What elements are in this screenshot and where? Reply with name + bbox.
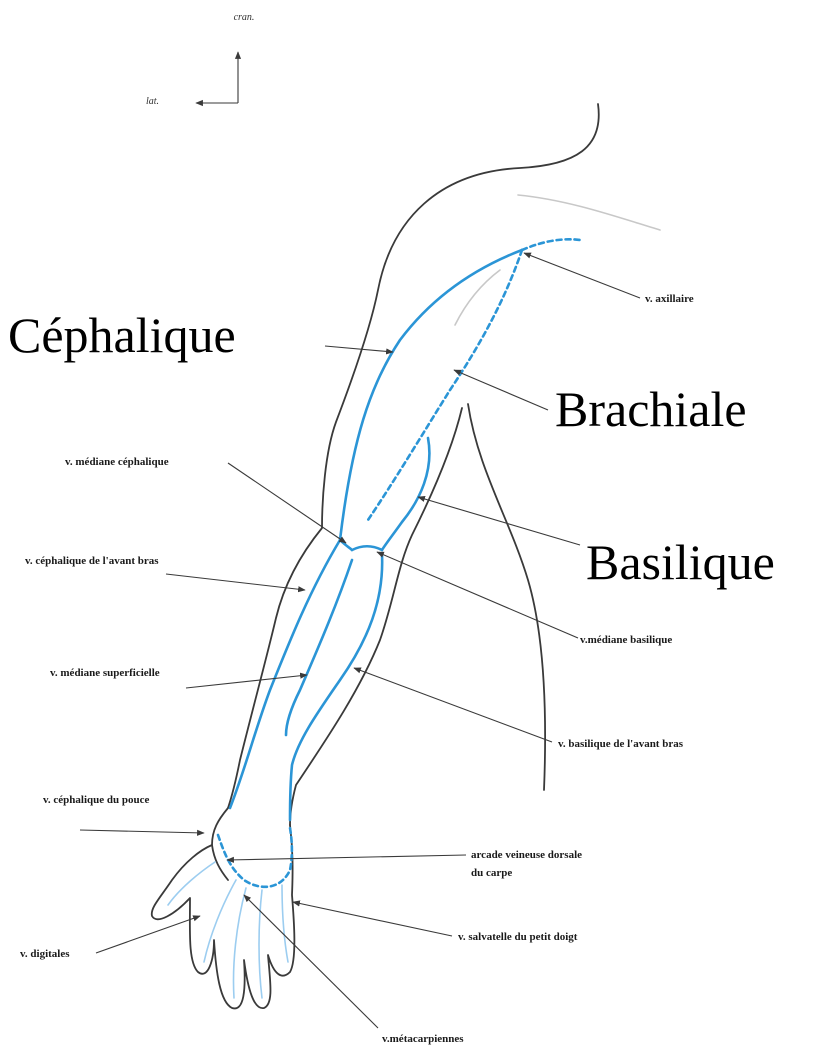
axillary-vein-continuation	[522, 239, 580, 250]
axilla-fold	[518, 195, 660, 230]
labels: Céphalique Brachiale Basilique v. axilla…	[8, 293, 775, 1045]
arm-outer-contour	[228, 104, 599, 808]
label-cephalique-pouce: v. céphalique du pouce	[43, 794, 149, 806]
arm-inner-contour	[468, 404, 545, 790]
label-axillaire: v. axillaire	[645, 293, 694, 305]
orientation-compass: cran. lat.	[146, 12, 254, 107]
label-cephalique: Céphalique	[8, 307, 236, 363]
label-digitales: v. digitales	[20, 948, 70, 960]
dorsal-carpal-venous-arch	[218, 828, 292, 887]
arm-outline	[152, 104, 660, 1008]
digital-vein-thumb	[168, 862, 215, 905]
leader-mediane-cephalique	[228, 463, 346, 543]
label-mediane-basilique: v.médiane basilique	[580, 634, 672, 646]
label-mediane-cephalique: v. médiane céphalique	[65, 456, 169, 468]
digital-vein-index	[204, 880, 236, 962]
median-cephalic-vein	[340, 540, 352, 550]
forearm-cephalic-vein	[230, 540, 340, 808]
label-arcade-line1: arcade veineuse dorsale	[471, 849, 582, 861]
leader-cephalique-pouce	[80, 830, 204, 833]
leader-salvatelle	[293, 902, 452, 936]
leader-axillaire	[524, 253, 640, 298]
label-basilique-avant-bras: v. basilique de l'avant bras	[558, 738, 684, 750]
leader-basilique-avant-bras	[354, 668, 552, 742]
leader-lines	[80, 253, 640, 1028]
label-salvatelle: v. salvatelle du petit doigt	[458, 931, 578, 943]
cranial-label: cran.	[234, 12, 255, 23]
label-metacarpiennes: v.métacarpiennes	[382, 1033, 464, 1045]
leader-digitales	[96, 916, 200, 953]
label-mediane-superficielle: v. médiane superficielle	[50, 667, 160, 679]
leader-arcade	[227, 855, 466, 860]
leader-mediane-basilique	[377, 552, 578, 638]
leader-cephalique	[325, 346, 393, 352]
leader-cephalique-avant-bras	[166, 574, 305, 590]
leader-mediane-superficielle	[186, 675, 307, 688]
basilic-vein	[382, 438, 429, 550]
digital-vein-little	[282, 885, 288, 962]
hand-contour	[152, 808, 295, 1008]
forearm-ulnar-contour	[290, 408, 462, 825]
label-cephalique-avant-bras: v. céphalique de l'avant bras	[25, 555, 159, 567]
forearm-basilic-vein	[290, 555, 382, 820]
label-brachiale: Brachiale	[555, 381, 747, 437]
label-arcade-line2: du carpe	[471, 867, 512, 879]
lateral-label: lat.	[146, 96, 159, 107]
label-basilique: Basilique	[586, 534, 775, 590]
digital-vein-ring	[259, 890, 262, 998]
median-basilic-vein	[352, 546, 382, 550]
brachial-vein	[368, 250, 522, 520]
